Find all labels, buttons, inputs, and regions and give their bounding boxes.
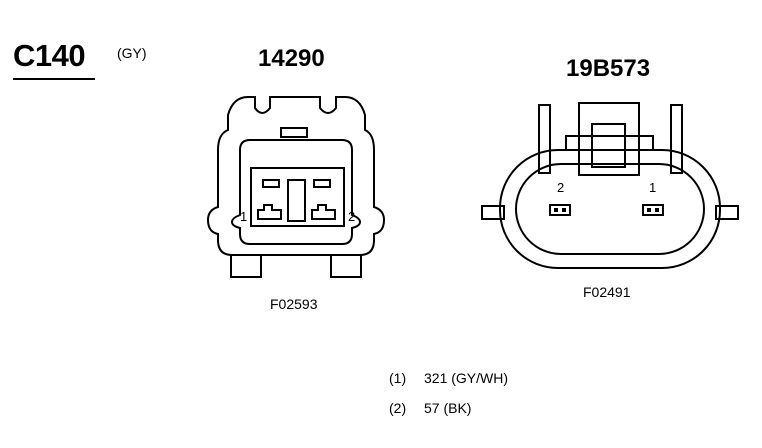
harness-connector-pin-label-2: 2 <box>348 209 355 224</box>
component-connector-post-left <box>538 104 551 174</box>
pinout-circuit: 321 (GY/WH) <box>424 370 509 386</box>
component-connector-inner-body <box>515 163 705 255</box>
harness-connector-center-key <box>287 179 306 222</box>
figure-code-left: F02593 <box>270 296 318 312</box>
harness-connector-slot-left <box>262 179 280 188</box>
component-connector-tab-left <box>481 205 505 220</box>
harness-connector-pin-label-1: 1 <box>240 209 247 224</box>
pinout-circuit: 57 (BK) <box>424 400 472 416</box>
component-connector-tab-right <box>715 205 739 220</box>
harness-connector-slot-right <box>313 179 331 188</box>
component-connector-drawing <box>481 102 739 269</box>
harness-connector-foot-right <box>330 254 362 278</box>
terminal-1-mark <box>647 208 651 212</box>
part-number-right: 19B573 <box>566 55 651 82</box>
component-connector-pin-label-2: 2 <box>557 180 564 195</box>
harness-connector-terminal-2 <box>311 204 336 220</box>
part-number-left: 14290 <box>258 45 325 72</box>
pinout-pin-number: (1) <box>389 370 407 386</box>
harness-connector-terminal-1 <box>257 204 282 220</box>
terminal-1-mark <box>655 208 659 212</box>
component-connector-terminal-2 <box>549 204 571 216</box>
component-connector-terminal-1 <box>642 204 664 216</box>
connector-id: C140 <box>13 38 86 73</box>
terminal-2-mark <box>562 208 566 212</box>
terminal-2-mark <box>554 208 558 212</box>
harness-connector-inner-shell <box>230 139 362 245</box>
pinout-row: (1) 321 (GY/WH) <box>389 370 508 386</box>
component-connector-latch-inner <box>591 123 626 168</box>
harness-connector-latch-slot <box>280 127 308 138</box>
harness-connector-foot-left <box>230 254 262 278</box>
pinout-pin-number: (2) <box>389 400 407 416</box>
connector-id-underline <box>13 78 95 80</box>
component-connector-post-right <box>670 104 683 174</box>
pinout-row: (2) 57 (BK) <box>389 400 471 416</box>
harness-connector-cavity-block <box>250 167 345 227</box>
harness-connector-drawing <box>206 96 386 278</box>
component-connector-pin-label-1: 1 <box>649 180 656 195</box>
connector-color-code: (GY) <box>117 45 147 61</box>
harness-connector-outer-shell <box>206 96 386 256</box>
figure-code-right: F02491 <box>583 284 631 300</box>
component-connector-terminal-marks <box>554 208 659 212</box>
component-connector-latch-outer <box>578 102 640 176</box>
